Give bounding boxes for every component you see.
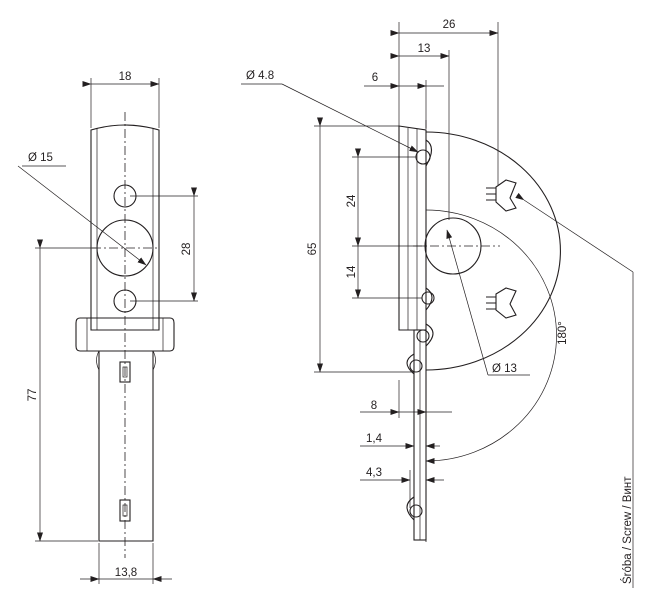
front-hinge-knuckle	[75, 317, 175, 352]
side-screw-hole-top	[415, 149, 431, 165]
side-screw-hole-lower	[416, 329, 430, 343]
screw-callout: Śróba / Screw / Винт	[515, 192, 634, 588]
dim-side-height-lower: 14	[346, 265, 358, 278]
dim-front-width-bottom: 13,8	[115, 567, 137, 579]
dim-front-hole-spacing: 28	[181, 243, 193, 256]
dim-side-height-total: 65	[307, 243, 319, 256]
dim-side-pivot-diameter: Ø 13	[492, 363, 517, 375]
front-dimensions: 18 Ø 15 28 77 13,8	[17, 71, 198, 584]
dim-bottom-offset: 4,3	[366, 467, 382, 479]
dim-side-width-mid: 13	[418, 43, 431, 55]
front-view	[75, 112, 175, 558]
screw-lower	[486, 287, 517, 319]
front-lower-plate	[98, 351, 154, 542]
dim-swing-angle: 180°	[557, 321, 569, 345]
dim-side-base-width: 8	[371, 400, 377, 412]
side-screw-hole-bottom-a	[409, 359, 423, 373]
side-swing-arc	[425, 131, 561, 371]
side-dimensions: 26 13 6 Ø 4.8 65 24 14 Ø 13 180°	[241, 19, 569, 508]
side-screw-hole-bottom-b	[409, 504, 423, 518]
dim-front-hole-diameter: Ø 15	[28, 152, 53, 164]
dim-side-offset: 6	[372, 72, 378, 84]
dim-side-height-upper: 24	[346, 194, 358, 207]
dim-side-width-total: 26	[443, 19, 456, 31]
screw-upper	[486, 179, 517, 212]
dim-front-width-top: 18	[119, 71, 132, 83]
screw-callout-label: Śróba / Screw / Винт	[621, 476, 634, 584]
dim-plate-thickness: 1,4	[366, 433, 383, 445]
dim-front-total-length: 77	[27, 389, 39, 402]
angle-arc	[425, 209, 557, 464]
dim-side-screw-hole-diameter: Ø 4.8	[246, 70, 274, 82]
front-upper-plate	[90, 124, 160, 331]
side-view	[398, 120, 561, 545]
